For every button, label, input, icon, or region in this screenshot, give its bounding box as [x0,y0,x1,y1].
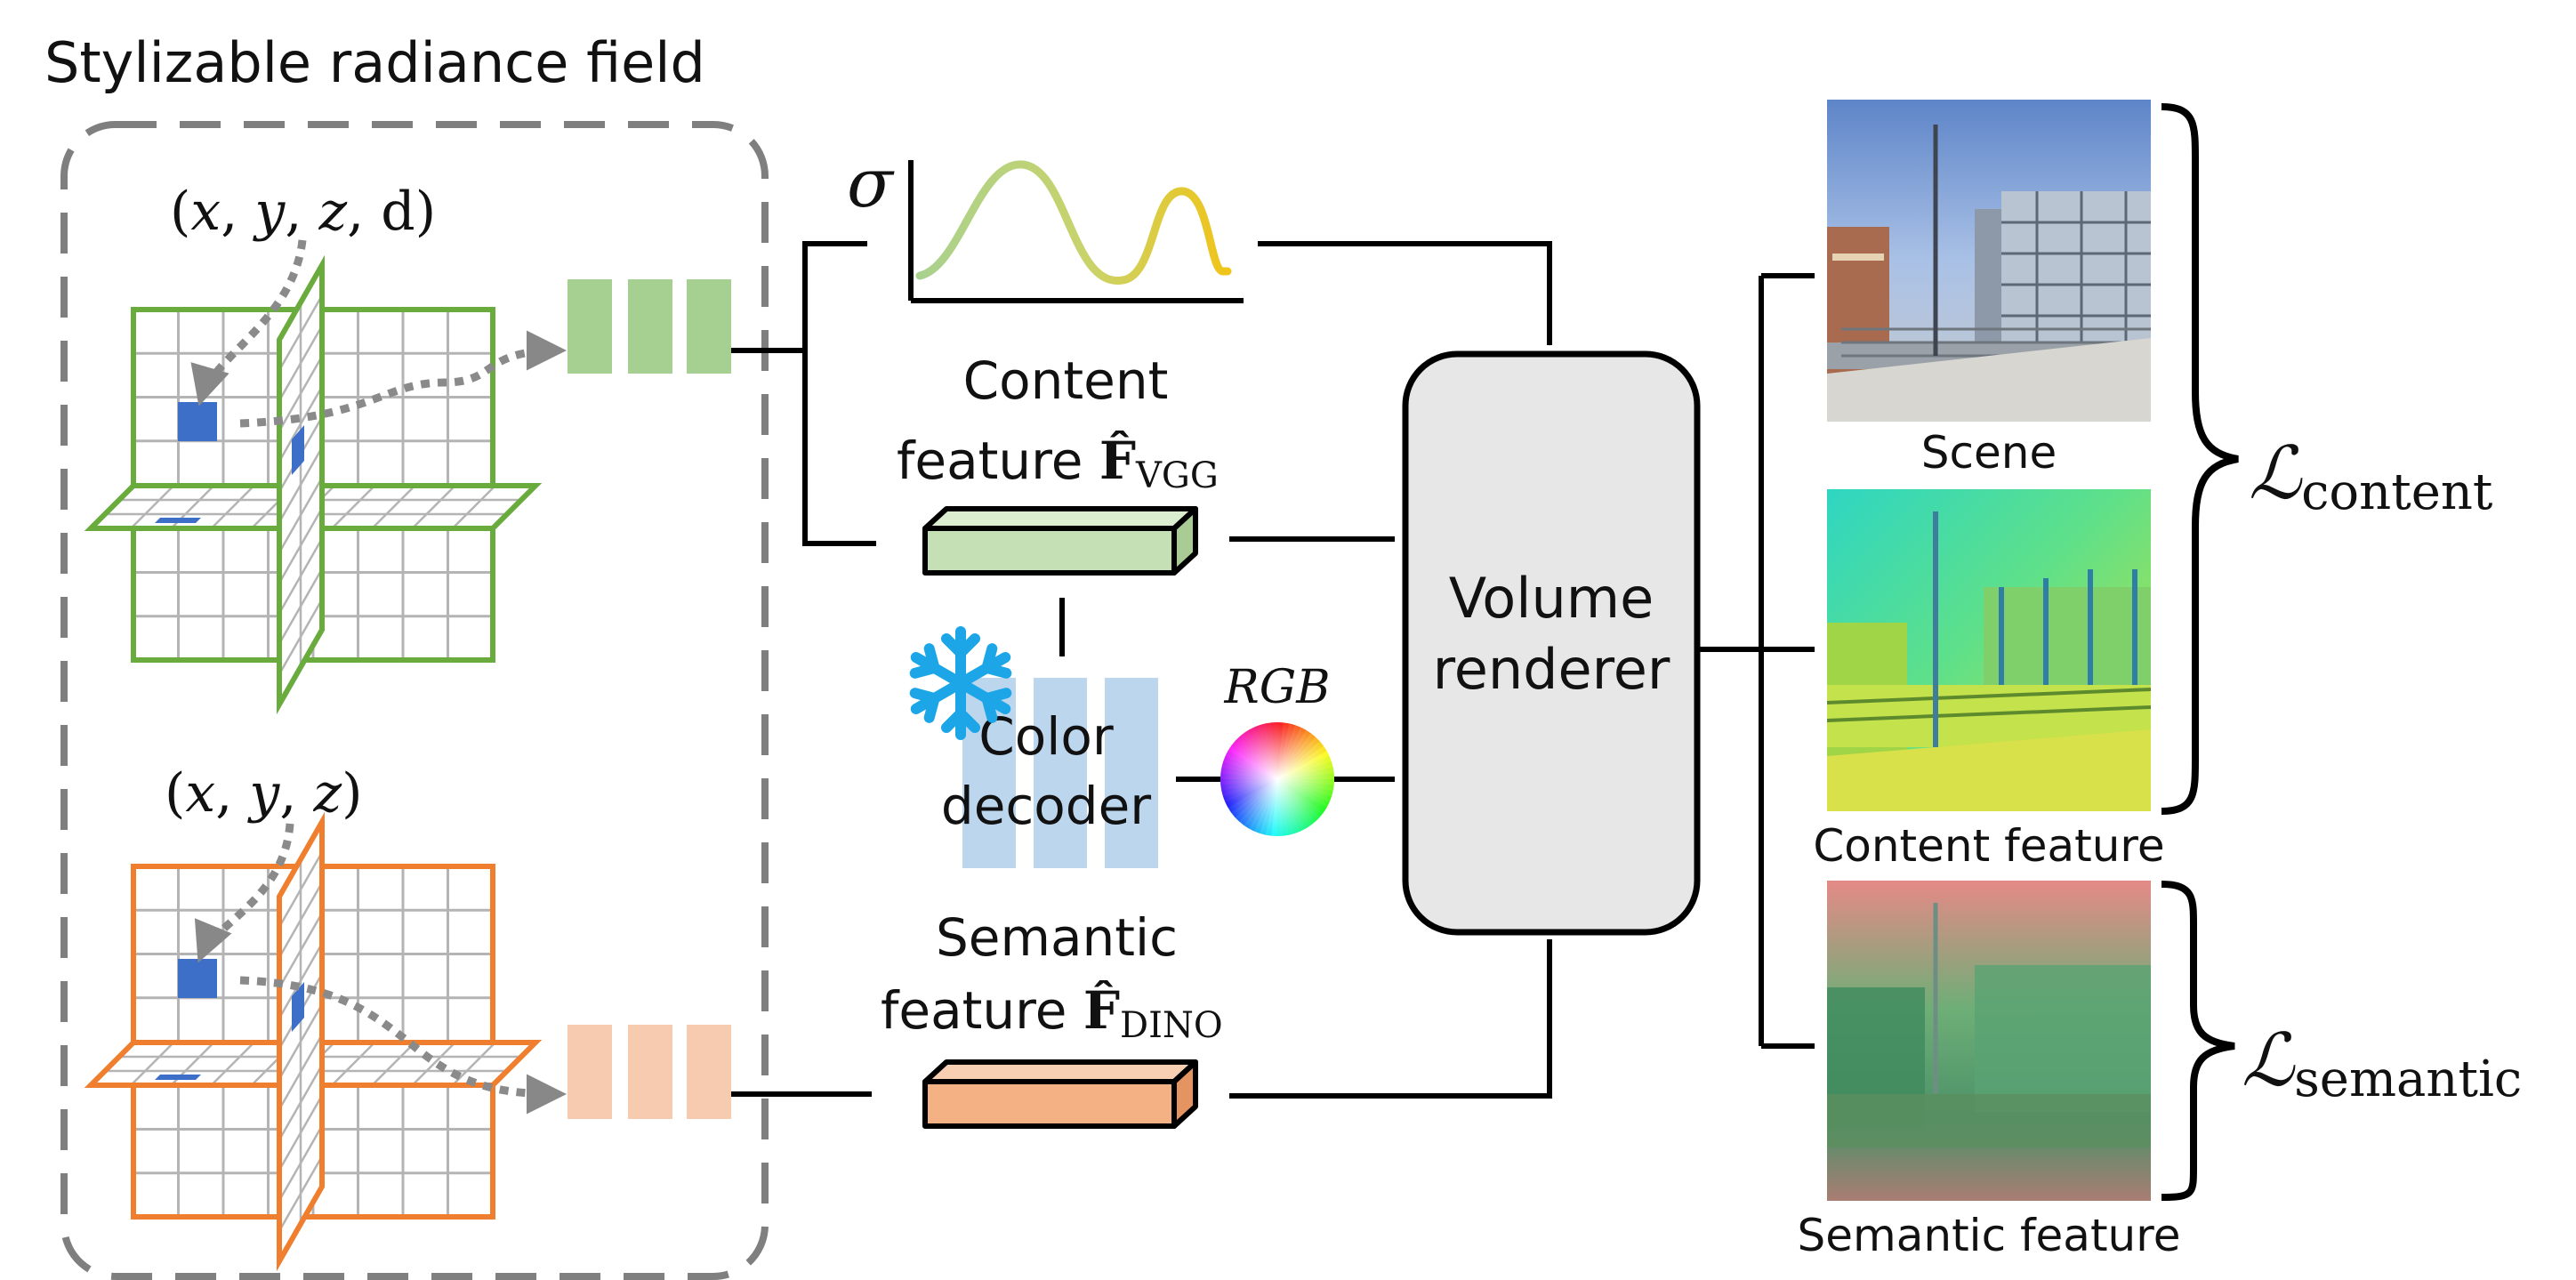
diagram-title: Stylizable radiance field [44,30,705,95]
density-plot: σ [847,143,1244,303]
arrows-into-renderer [1229,241,1552,1099]
content-feature-image [1827,489,2151,811]
sigma-label: σ [847,143,895,222]
semantic-feature-line2: feature F̂DINO [881,979,1223,1046]
content-feature-line2: feature F̂VGG [897,430,1219,496]
output-label-scene: Scene [1921,427,2057,479]
color-decoder-line2: decoder [941,776,1151,836]
output-label-content-feature: Content feature [1813,820,2164,872]
loss-content: ℒcontent [2249,431,2493,521]
input-coords-bottom: (x, y, z) [165,762,363,825]
output-label-semantic-feature: Semantic feature [1798,1210,2181,1261]
content-feature-box [922,506,1198,576]
sample-arrow-bottom-in [194,823,294,963]
mlp-green [568,279,731,374]
radiance-field-container [60,121,769,1280]
volume-renderer-box [1402,350,1701,936]
volume-renderer-line2: renderer [1433,637,1670,702]
volume-renderer-line1: Volume [1449,566,1654,631]
triplane-grid-orange [84,811,543,1272]
brace-content [2161,103,2239,815]
branch-arrows-top [731,241,877,546]
input-coords-top: (x, y, z, d) [170,181,436,243]
rgb-color-wheel [1220,721,1334,836]
triplane-grid-green [84,254,543,715]
semantic-feature-line1: Semantic [936,907,1178,968]
sample-arrow-top-out [239,330,567,428]
brace-semantic [2161,881,2235,1201]
semantic-feature-box [922,1059,1198,1129]
loss-semantic: ℒsemantic [2242,1018,2522,1108]
sample-arrow-bottom-out [239,976,567,1115]
color-decoder-line1: Color [978,706,1114,767]
content-feature-line1: Content [963,350,1169,411]
mlp-orange [568,1025,731,1119]
scene-image [1827,100,2151,422]
semantic-feature-image [1827,881,2151,1201]
snowflake-icon [909,626,1012,735]
rgb-label: RGB [1224,661,1331,714]
output-arrows [1697,273,1815,1049]
sample-arrow-top-in [190,239,307,407]
